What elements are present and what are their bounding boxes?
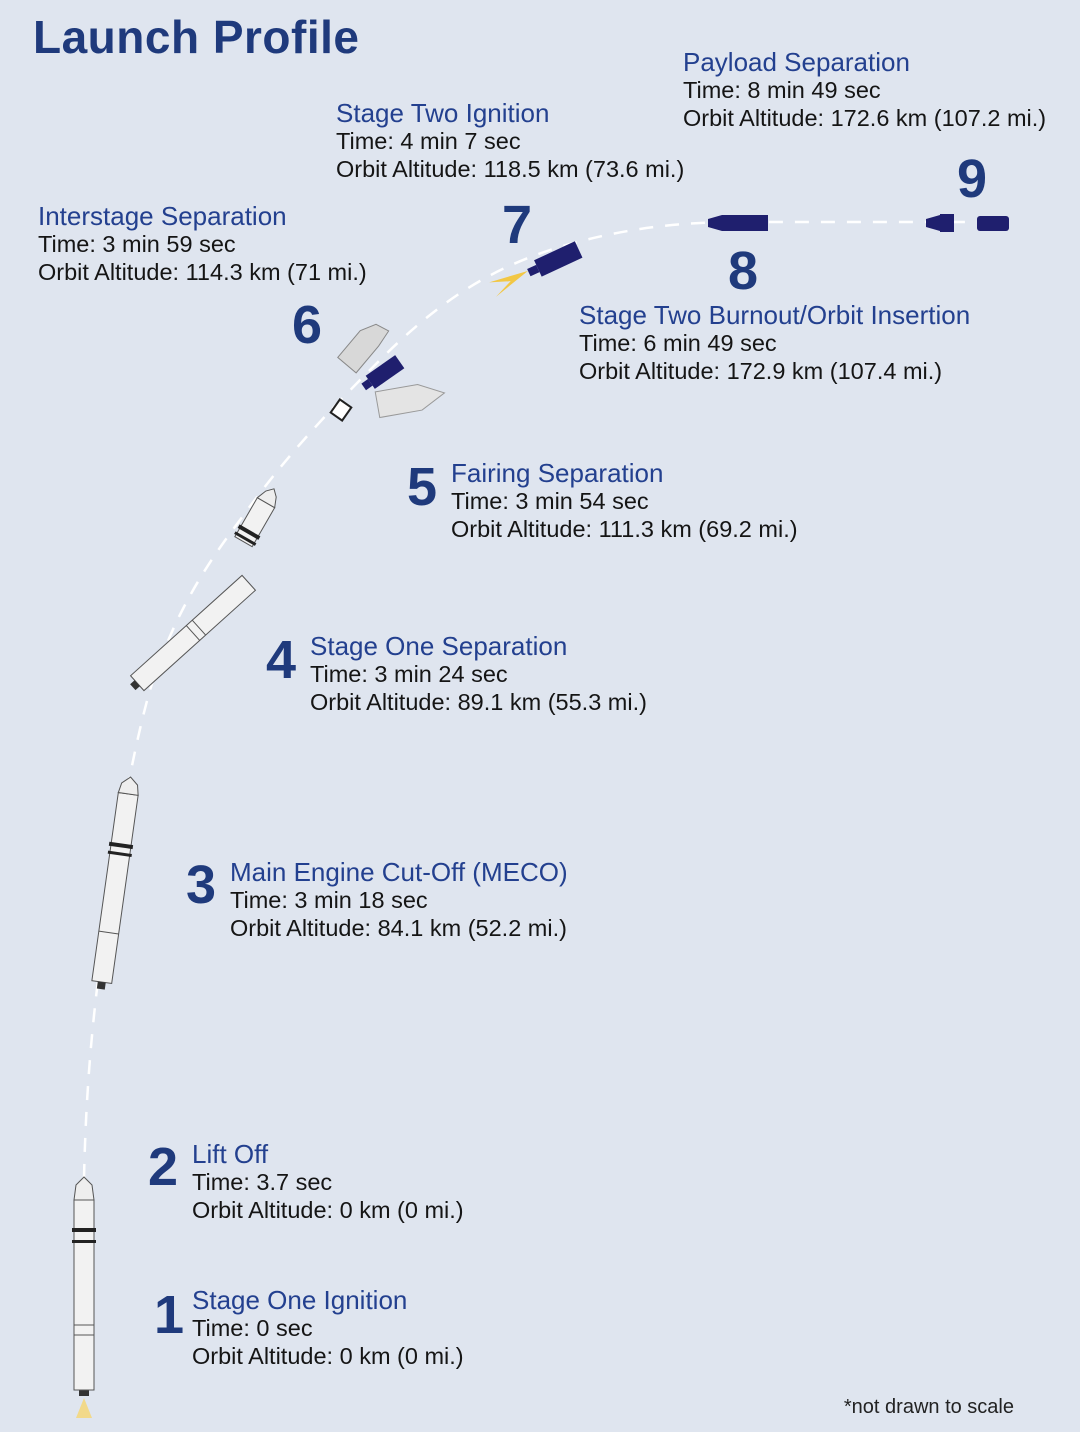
- scale-note: *not drawn to scale: [843, 1396, 1014, 1418]
- stage-name: Stage One Separation: [310, 631, 568, 661]
- stage-two-orbit-vehicle: [708, 215, 768, 231]
- stage-number: 2: [148, 1137, 179, 1197]
- stage-number: 9: [957, 149, 988, 209]
- stage-time: Time: 4 min 7 sec: [336, 128, 521, 154]
- stage-time: Time: 8 min 49 sec: [683, 77, 881, 103]
- stage-number: 7: [502, 195, 533, 255]
- stage-info-8: Stage Two Burnout/Orbit Insertion Time: …: [579, 301, 970, 385]
- page-title: Launch Profile: [33, 11, 360, 63]
- stage-name: Interstage Separation: [38, 201, 287, 231]
- rocket-stage-3: [91, 776, 139, 990]
- stage-time: Time: 3 min 59 sec: [38, 231, 236, 257]
- stage-info-2: Lift Off Time: 3.7 sec Orbit Altitude: 0…: [192, 1140, 464, 1224]
- stage-altitude: Orbit Altitude: 118.5 km (73.6 mi.): [336, 156, 685, 182]
- stage-altitude: Orbit Altitude: 114.3 km (71 mi.): [38, 259, 367, 285]
- stage-number: 8: [728, 241, 759, 301]
- stage-info-4: Stage One Separation Time: 3 min 24 sec …: [310, 632, 647, 716]
- stage-number: 6: [292, 295, 323, 355]
- stage-time: Time: 6 min 49 sec: [579, 330, 777, 356]
- stage-altitude: Orbit Altitude: 0 km (0 mi.): [192, 1343, 464, 1369]
- stage-name: Stage Two Ignition: [336, 98, 550, 128]
- stage-info-1: Stage One Ignition Time: 0 sec Orbit Alt…: [192, 1286, 464, 1370]
- fairing-half-bottom: [374, 383, 446, 419]
- payload-separation-vehicles: [926, 214, 1009, 232]
- stage-name: Main Engine Cut-Off (MECO): [230, 857, 568, 887]
- stage-two-ignition-vehicle: [489, 241, 583, 297]
- stage-time: Time: 3 min 18 sec: [230, 887, 428, 913]
- rocket-stage-4-first-stage: [129, 574, 257, 692]
- stage-altitude: Orbit Altitude: 84.1 km (52.2 mi.): [230, 915, 567, 941]
- stage-info-5: Fairing Separation Time: 3 min 54 sec Or…: [451, 459, 798, 543]
- stage-number: 4: [266, 630, 297, 690]
- stage-time: Time: 3 min 54 sec: [451, 488, 649, 514]
- stage-number: 3: [186, 855, 217, 915]
- stage-name: Lift Off: [192, 1139, 269, 1169]
- stage-time: Time: 3 min 24 sec: [310, 661, 508, 687]
- stage-name: Fairing Separation: [451, 458, 664, 488]
- stage-name: Stage Two Burnout/Orbit Insertion: [579, 300, 971, 330]
- stage-altitude: Orbit Altitude: 111.3 km (69.2 mi.): [451, 516, 798, 542]
- stage-info-7: Stage Two Ignition Time: 4 min 7 sec Orb…: [336, 99, 684, 183]
- stage-name: Stage One Ignition: [192, 1285, 408, 1315]
- stage-info-6: Interstage Separation Time: 3 min 59 sec…: [38, 202, 367, 286]
- interstage-ring: [329, 398, 353, 422]
- stage-altitude: Orbit Altitude: 172.9 km (107.4 mi.): [579, 358, 943, 384]
- stage-time: Time: 3.7 sec: [192, 1169, 333, 1195]
- stage-number: 5: [407, 457, 438, 517]
- stage-name: Payload Separation: [683, 47, 910, 77]
- fairing-half-top: [337, 323, 390, 374]
- stage-number: 1: [154, 1285, 185, 1345]
- stage-info-3: Main Engine Cut-Off (MECO) Time: 3 min 1…: [230, 858, 568, 942]
- trajectory-path: [82, 220, 1000, 1179]
- rocket-stage-1: [72, 1176, 96, 1418]
- stage-altitude: Orbit Altitude: 89.1 km (55.3 mi.): [310, 689, 647, 715]
- rocket-stage-4-upper: [234, 488, 277, 548]
- stage-info-9: Payload Separation Time: 8 min 49 sec Or…: [683, 48, 1046, 132]
- stage-time: Time: 0 sec: [192, 1315, 313, 1341]
- stage-altitude: Orbit Altitude: 172.6 km (107.2 mi.): [683, 105, 1047, 131]
- stage-two-vehicle-6: [361, 355, 405, 391]
- stage-altitude: Orbit Altitude: 0 km (0 mi.): [192, 1197, 464, 1223]
